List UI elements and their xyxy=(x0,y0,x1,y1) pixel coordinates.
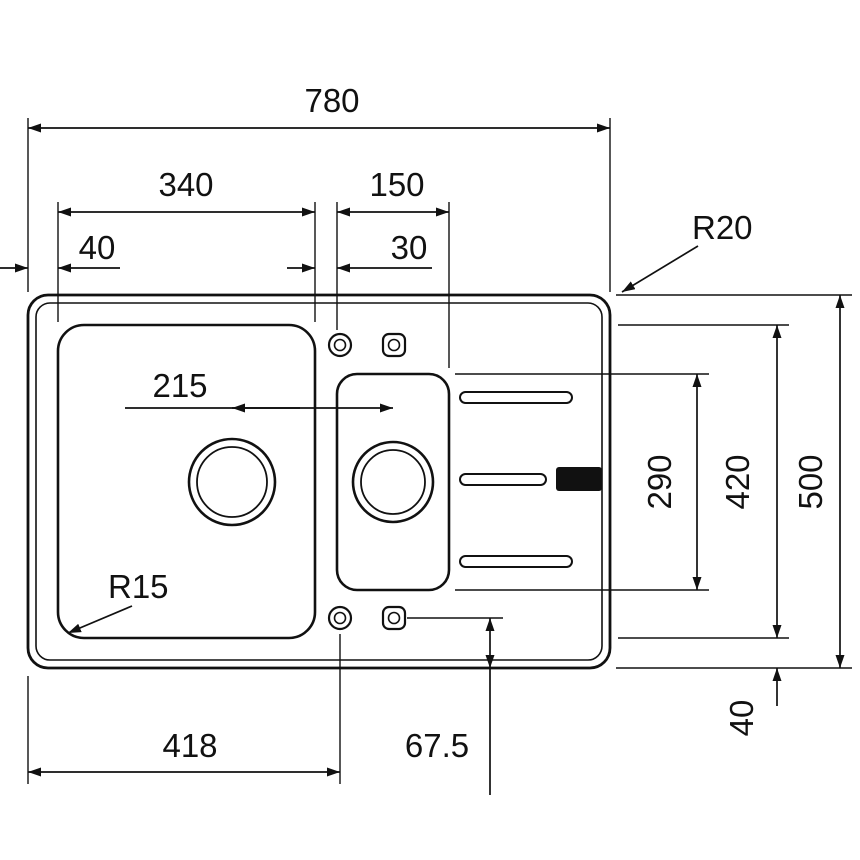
dim-main-bowl-width: 340 xyxy=(57,166,316,322)
small-bowl-drain xyxy=(351,440,435,524)
tap-hole-bottom-left xyxy=(327,605,353,631)
dim-tap-offset-front: 67.5 xyxy=(405,617,503,795)
dim-bowl-length: 420 xyxy=(618,324,789,639)
dim-small-bowl-length: 290 xyxy=(455,373,709,591)
dim-overall-width: 780 xyxy=(27,82,611,292)
dim-label-340: 340 xyxy=(158,166,213,203)
tap-hole-bottom-right xyxy=(381,605,407,631)
dim-label-290: 290 xyxy=(641,454,678,509)
tap-hole-top-right xyxy=(381,332,407,358)
tap-hole-top-left-inner xyxy=(333,338,347,352)
dim-label-150: 150 xyxy=(369,166,424,203)
dim-small-bowl-width: 150 xyxy=(336,166,450,368)
dim-label-418: 418 xyxy=(162,727,217,764)
dim-label-500: 500 xyxy=(792,454,829,509)
drain-groove-bottom xyxy=(459,555,573,568)
dim-front-rim: 40 xyxy=(723,668,782,737)
dim-label-40-left: 40 xyxy=(79,229,116,266)
main-bowl-outline xyxy=(56,323,317,640)
main-bowl-drain-inner xyxy=(196,446,268,518)
tap-hole-top-right-inner xyxy=(387,338,401,352)
dim-bowl-centre-distance: 215 xyxy=(125,367,393,413)
overflow-slot xyxy=(556,467,602,491)
dim-label-67-5: 67.5 xyxy=(405,727,469,764)
dim-tap-offset-left: 418 xyxy=(27,634,341,784)
dim-label-420: 420 xyxy=(719,454,756,509)
tap-holes xyxy=(327,332,407,631)
dim-left-rim: 40 xyxy=(0,229,120,273)
tap-hole-bottom-right-inner xyxy=(387,611,401,625)
drain-groove-middle xyxy=(459,473,547,486)
small-bowl-outline xyxy=(335,372,451,592)
dim-label-r20: R20 xyxy=(692,209,753,246)
tap-hole-bottom-left-inner xyxy=(333,611,347,625)
drainboard xyxy=(459,391,602,568)
dim-corner-radius: R20 xyxy=(621,209,753,293)
dim-label-r15: R15 xyxy=(108,568,169,605)
main-bowl-drain xyxy=(187,437,277,527)
dim-label-215: 215 xyxy=(152,367,207,404)
small-bowl-drain-inner xyxy=(360,449,426,515)
small-bowl xyxy=(335,372,451,592)
dim-label-30: 30 xyxy=(391,229,428,266)
dim-bowl-corner-radius: R15 xyxy=(67,568,169,634)
sink-outer-edge xyxy=(26,293,612,670)
dim-label-780: 780 xyxy=(304,82,359,119)
dim-bowl-gap: 30 xyxy=(287,229,432,273)
main-bowl xyxy=(56,323,317,640)
dim-label-40-front: 40 xyxy=(723,700,760,737)
drain-groove-top xyxy=(459,391,573,404)
tap-hole-top-left xyxy=(327,332,353,358)
dim-overall-depth: 500 xyxy=(616,294,852,669)
